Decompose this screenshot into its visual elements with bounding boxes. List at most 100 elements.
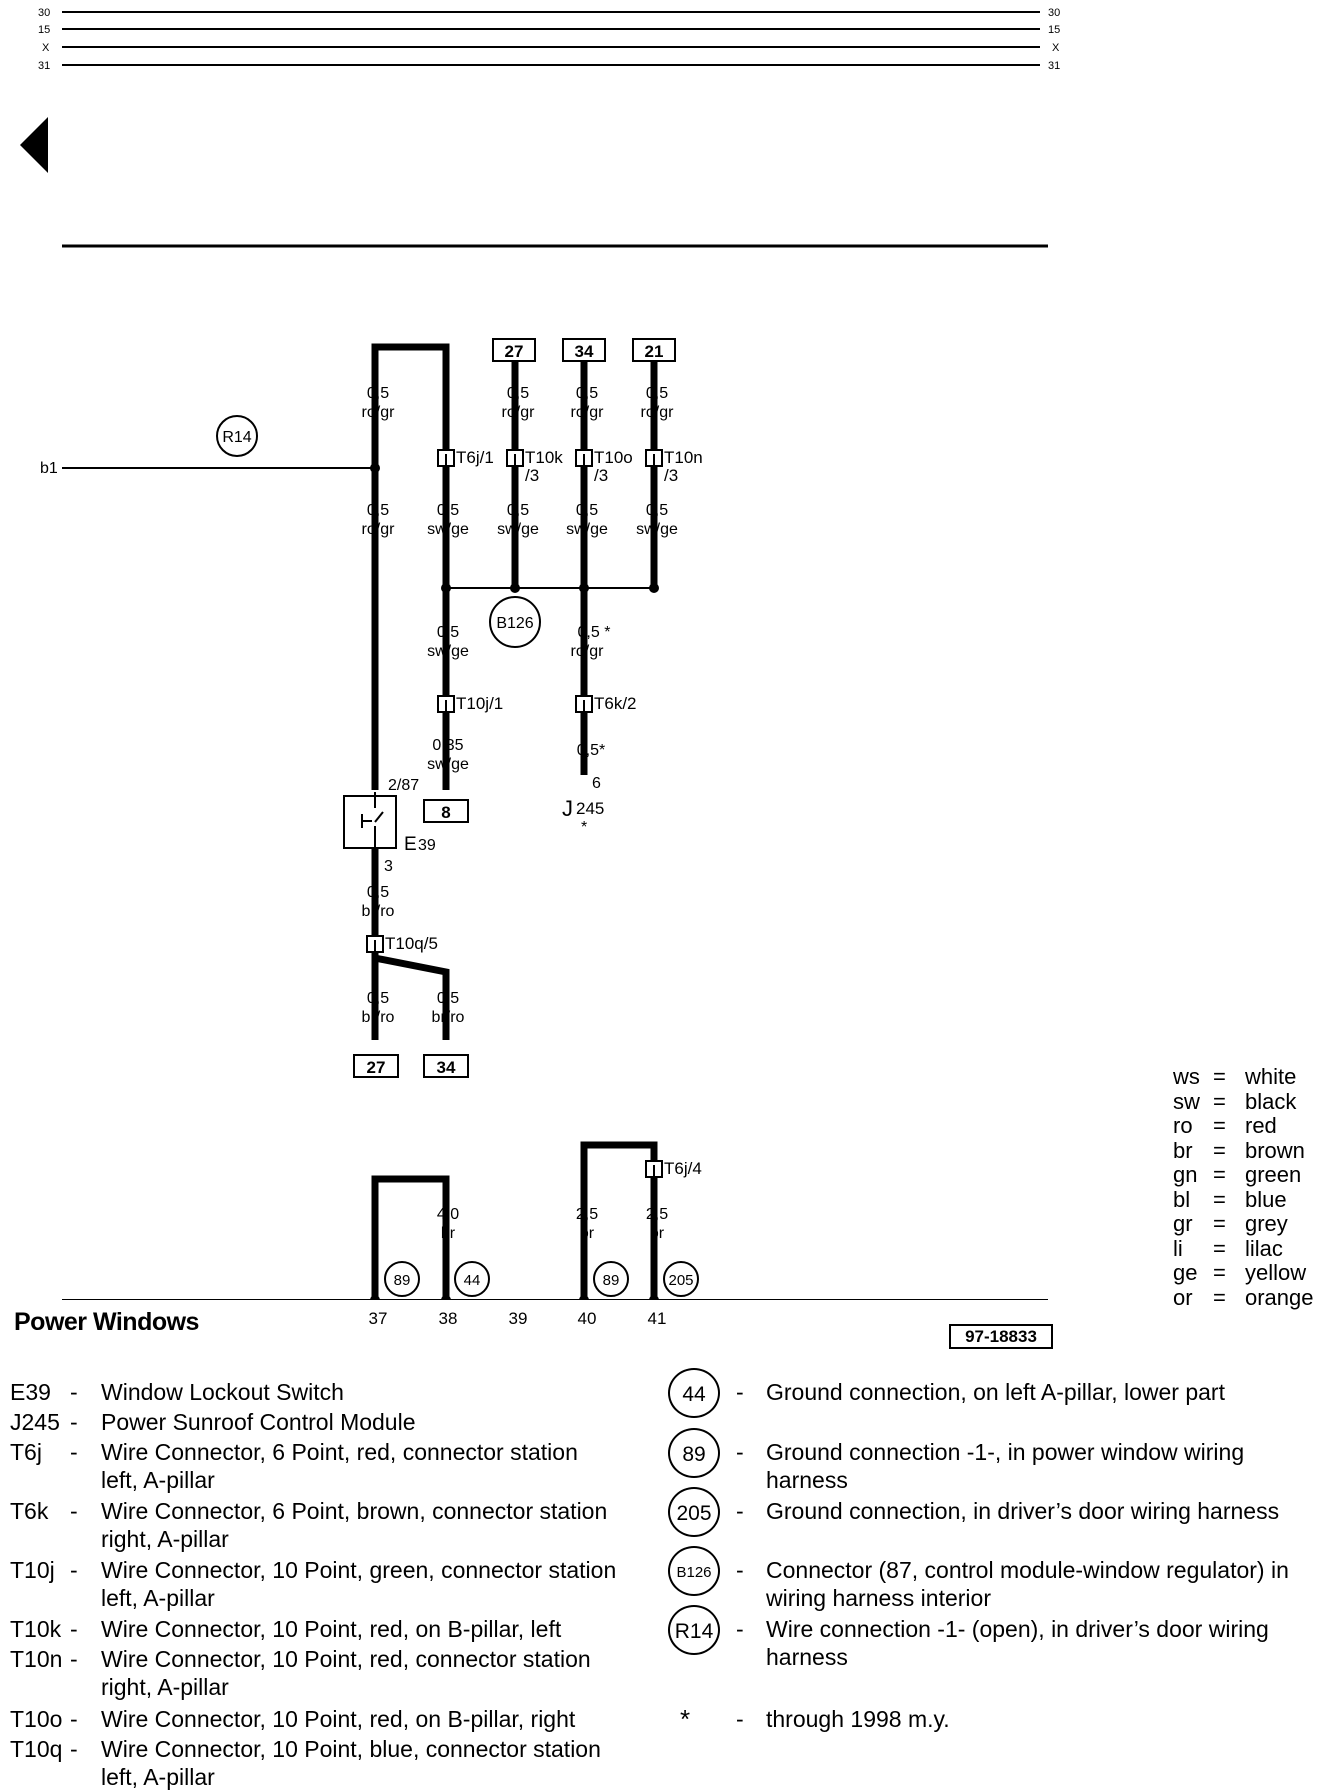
ground-symbol: 89 — [668, 1428, 720, 1478]
ground-description: Ground connection, on left A-pillar, low… — [766, 1379, 1225, 1405]
ground-dash: - — [736, 1439, 744, 1465]
svg-text:8: 8 — [441, 803, 450, 822]
svg-text:br/ro: br/ro — [362, 1009, 395, 1026]
ground-symbol: 44 — [668, 1368, 720, 1418]
svg-text:0,5: 0,5 — [507, 385, 529, 402]
svg-text:ro/gr: ro/gr — [571, 643, 605, 660]
svg-text:E: E — [404, 834, 417, 855]
ground-dash: - — [736, 1557, 744, 1583]
svg-text:0,5: 0,5 — [646, 502, 668, 519]
component-dash: - — [70, 1736, 78, 1762]
triangle-left-icon[interactable] — [20, 117, 48, 173]
svg-text:40: 40 — [578, 1309, 597, 1328]
ground-symbol: R14 — [668, 1605, 720, 1655]
svg-text:sw/ge: sw/ge — [636, 521, 678, 538]
ground-dots — [370, 1295, 659, 1300]
svg-text:0,5: 0,5 — [367, 502, 389, 519]
legend-code: ge — [1173, 1260, 1198, 1285]
component-dash: - — [70, 1646, 78, 1672]
svg-text:34: 34 — [575, 342, 594, 361]
svg-text:2,5: 2,5 — [576, 1206, 598, 1223]
svg-text:6: 6 — [592, 775, 601, 792]
svg-text:sw/ge: sw/ge — [566, 521, 608, 538]
ground-item: 205-Ground connection, in driver’s door … — [668, 1487, 1308, 1553]
bus-label-30-right: 30 — [1048, 7, 1060, 19]
svg-text:34: 34 — [437, 1058, 456, 1077]
legend-equals: = — [1213, 1162, 1226, 1187]
svg-text:0,5: 0,5 — [437, 502, 459, 519]
svg-text:br/ro: br/ro — [432, 1009, 465, 1026]
svg-text:ro/gr: ro/gr — [502, 404, 536, 421]
svg-text:sw/ge: sw/ge — [497, 521, 539, 538]
svg-text:T6j/4: T6j/4 — [664, 1159, 702, 1178]
ground-item: *-through 1998 m.y. — [668, 1705, 1308, 1761]
svg-text:0,5: 0,5 — [367, 884, 389, 901]
svg-text:44: 44 — [464, 1272, 481, 1289]
ground-description: Connector (87, control module-window reg… — [766, 1557, 1289, 1611]
bus-label-15: 15 — [38, 24, 50, 36]
svg-text:R14: R14 — [222, 429, 251, 446]
legend-equals: = — [1213, 1284, 1226, 1310]
svg-text:ro/gr: ro/gr — [362, 521, 396, 538]
svg-text:ro/gr: ro/gr — [641, 404, 675, 421]
junction-r14: R14 — [216, 415, 258, 457]
bus-label-30: 30 — [38, 7, 50, 19]
svg-text:*: * — [581, 819, 587, 836]
legend-equals: = — [1213, 1113, 1226, 1138]
legend-row: bl=blue — [1173, 1186, 1314, 1213]
ground-item: R14-Wire connection -1- (open), in drive… — [668, 1605, 1308, 1671]
svg-text:sw/ge: sw/ge — [427, 756, 469, 773]
asterisk-icon: * — [680, 1704, 691, 1734]
ground-description: Wire connection -1- (open), in driver’s … — [766, 1616, 1269, 1670]
legend-name: brown — [1245, 1137, 1305, 1163]
legend-name: green — [1245, 1162, 1302, 1187]
legend-code: gn — [1173, 1162, 1198, 1187]
svg-text:4,0: 4,0 — [437, 1206, 459, 1223]
component-code: E39 — [10, 1379, 51, 1405]
svg-text:0,5: 0,5 — [576, 385, 598, 402]
legend-equals: = — [1213, 1064, 1226, 1089]
legend-name: grey — [1245, 1211, 1288, 1236]
legend-equals: = — [1213, 1235, 1226, 1261]
svg-text:245: 245 — [576, 799, 604, 818]
legend-equals: = — [1213, 1186, 1226, 1212]
svg-text:0,5: 0,5 — [367, 990, 389, 1007]
legend-row: li=lilac — [1173, 1235, 1314, 1262]
bottom-refs: 8 27 34 — [353, 799, 469, 1078]
svg-text:41: 41 — [648, 1309, 667, 1328]
svg-text:0,5: 0,5 — [437, 624, 459, 641]
component-dash: - — [70, 1498, 78, 1524]
svg-text:0,5: 0,5 — [437, 990, 459, 1007]
svg-text:J: J — [562, 796, 573, 821]
junction-b126: B126 — [489, 596, 541, 648]
svg-text:37: 37 — [369, 1309, 388, 1328]
svg-text:br: br — [650, 1225, 665, 1242]
ground-symbols: 89 44 89 205 — [384, 1261, 699, 1297]
top-refs: 27 34 21 — [492, 338, 676, 362]
ground-dash: - — [736, 1379, 744, 1405]
legend-code: sw — [1173, 1088, 1200, 1114]
component-code: T10o — [10, 1706, 63, 1732]
svg-text:39: 39 — [418, 837, 436, 854]
component-code: T6k — [10, 1498, 49, 1524]
wiring-diagram: 30 15 X 31 30 15 X 31 b1 R14 — [20, 7, 1060, 1300]
legend-row: gn = green — [1173, 1162, 1314, 1188]
svg-text:38: 38 — [439, 1309, 458, 1328]
svg-text:T10j/1: T10j/1 — [456, 694, 503, 713]
ground-dash: - — [736, 1498, 744, 1524]
connector-glyphs — [366, 449, 663, 1178]
component-code: J245 — [10, 1409, 60, 1435]
svg-text:0,5: 0,5 — [507, 502, 529, 519]
ground-position-labels: 37 38 39 40 41 — [369, 1309, 667, 1328]
ground-description: through 1998 m.y. — [766, 1706, 950, 1732]
svg-text:0,5: 0,5 — [367, 385, 389, 402]
component-code: T6j — [10, 1439, 42, 1465]
svg-text:27: 27 — [367, 1058, 386, 1077]
svg-text:T6k/2: T6k/2 — [594, 694, 637, 713]
svg-text:2,5: 2,5 — [646, 1206, 668, 1223]
legend-name: black — [1245, 1088, 1297, 1114]
svg-text:0,5*: 0,5* — [577, 742, 605, 759]
svg-text:89: 89 — [394, 1272, 411, 1289]
ground-item: B126-Connector (87, control module-windo… — [668, 1546, 1308, 1612]
